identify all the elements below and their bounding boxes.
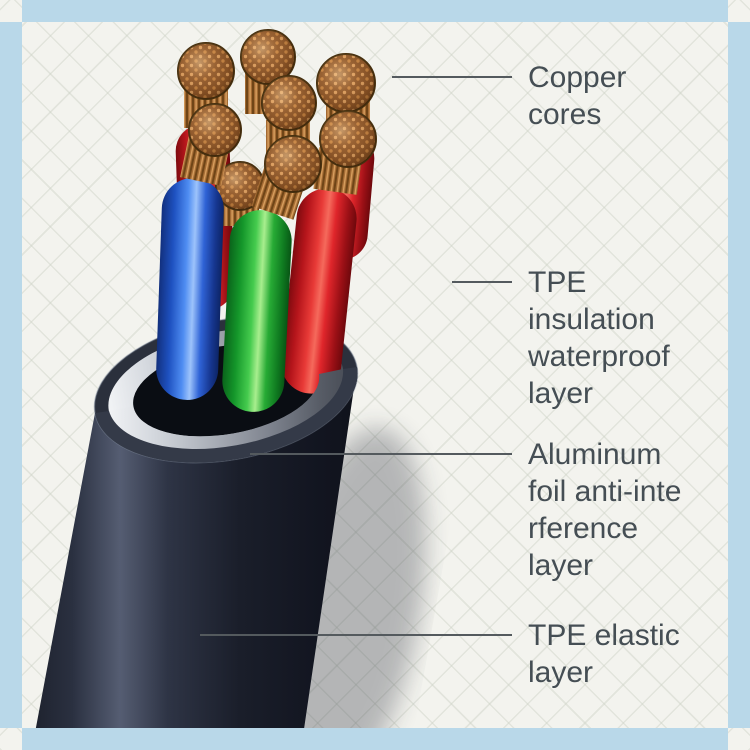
copper-core-bundle xyxy=(180,103,242,186)
aluminum-foil-front xyxy=(109,369,344,449)
cable-illustration xyxy=(31,29,427,750)
frame-bottom-bar xyxy=(22,728,728,750)
leader-line-tpe-elastic xyxy=(200,634,512,636)
leader-line-aluminum-foil xyxy=(250,453,512,455)
copper-core-bundle xyxy=(215,161,265,226)
frame-left-bar xyxy=(0,22,22,728)
leader-line-copper-cores xyxy=(392,76,512,78)
leader-line-tpe-insulation xyxy=(452,281,512,283)
red-wire xyxy=(281,188,357,394)
frame-top-bar xyxy=(22,0,728,22)
green-wire xyxy=(222,210,292,412)
blue-wire xyxy=(156,178,224,400)
copper-core-bundle xyxy=(313,110,377,195)
jacket-front-rim xyxy=(95,367,358,463)
tpe-elastic-layer-body xyxy=(31,367,358,750)
frame-right-bar xyxy=(728,22,750,728)
copper-core-bundle xyxy=(251,135,322,220)
